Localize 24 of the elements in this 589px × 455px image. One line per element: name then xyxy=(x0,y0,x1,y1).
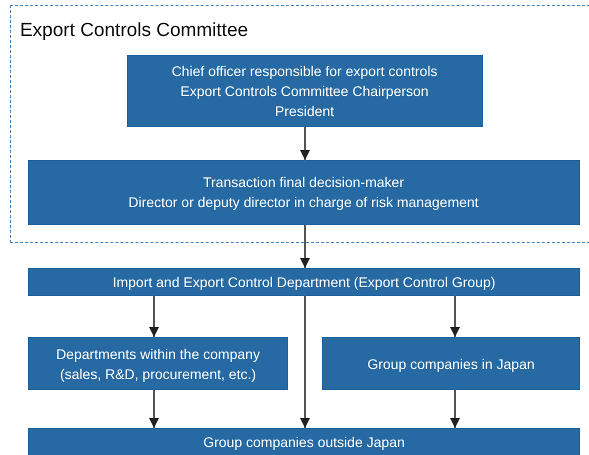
process-box xyxy=(28,160,580,224)
process-box xyxy=(322,337,580,390)
arrow xyxy=(149,296,159,337)
box-text: Group companies outside Japan xyxy=(202,432,406,452)
box-text: President xyxy=(274,102,336,120)
arrow xyxy=(300,296,310,428)
box-text: Group companies in Japan xyxy=(366,354,536,374)
arrow xyxy=(149,390,159,428)
process-box xyxy=(28,337,288,390)
arrow xyxy=(300,127,310,160)
process-box xyxy=(28,268,580,296)
box-text: Import and Export Control Department (Export Control Group) xyxy=(112,273,496,292)
process-box xyxy=(126,54,482,126)
box-text: Export Controls Committee Chairperson xyxy=(179,82,430,100)
arrow xyxy=(450,296,460,337)
arrow xyxy=(450,390,460,428)
box-text: Chief officer responsible for export controls xyxy=(170,62,438,80)
process-box xyxy=(28,428,580,455)
arrow xyxy=(300,225,310,268)
group-title: Export Controls Committee xyxy=(20,20,248,42)
box-text: Departments within the company (sales, R&D, procurement, etc.) xyxy=(55,344,261,384)
box-text: Director or deputy director in charge of risk management xyxy=(127,193,480,212)
dashed-group-frame xyxy=(10,5,589,243)
box-text: Transaction final decision-maker xyxy=(202,173,405,192)
